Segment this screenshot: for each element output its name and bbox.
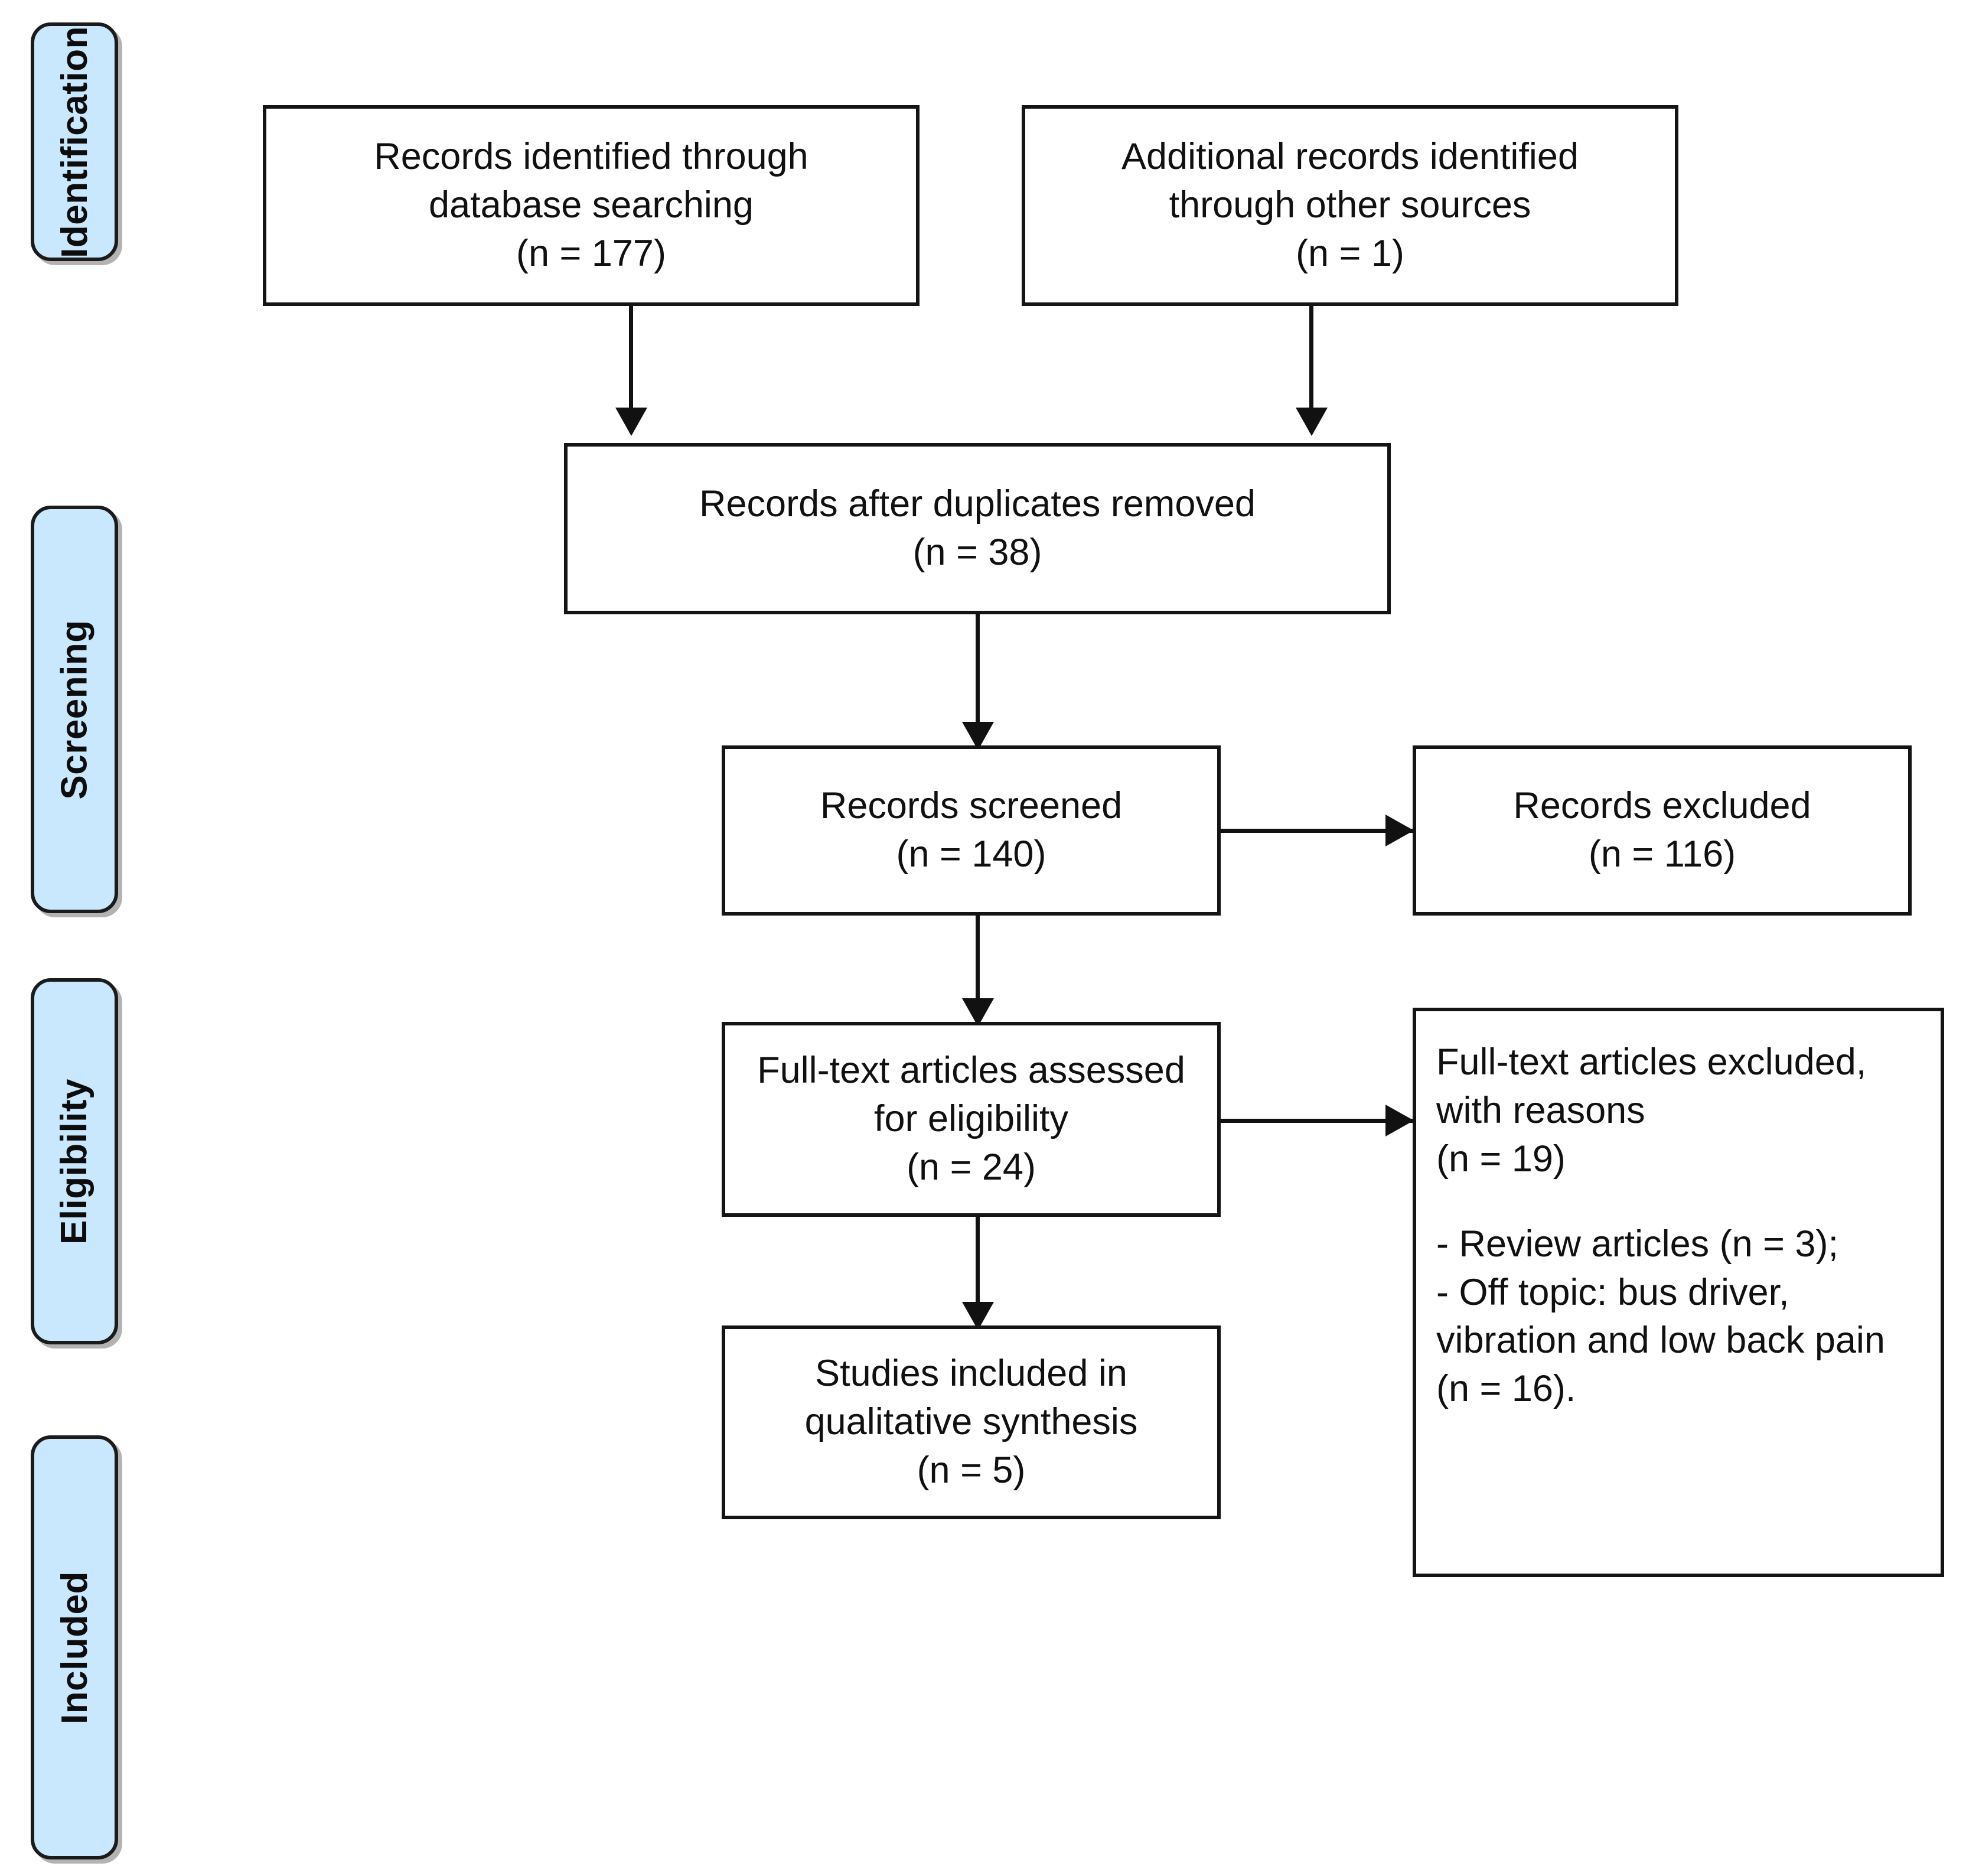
stage-label-identification: Identification [54,25,95,258]
stage-pill-eligibility: Eligibility [31,978,118,1344]
box-fulltext-assessed: Full-text articles assessed for eligibil… [722,1022,1221,1217]
box-line: (n = 19) [1436,1138,1566,1180]
box-line: qualitative synthesis [804,1401,1138,1443]
arrowhead-screened-to-excluded [1385,815,1414,846]
box-line: (n = 38) [912,532,1042,573]
arrowhead-other-sources-to-duplicates [1296,408,1328,436]
stage-label-eligibility: Eligibility [54,1078,95,1245]
arrowhead-database-to-duplicates [615,408,647,436]
box-additional-records-other-sources: Additional records identified through ot… [1022,105,1678,306]
box-line: Full-text articles excluded, [1436,1041,1867,1083]
box-studies-included: Studies included in qualitative synthesi… [722,1325,1221,1519]
box-line: (n = 1) [1296,232,1404,274]
box-line: Records after duplicates removed [699,483,1256,525]
connector-screened-to-fulltext [976,916,980,1022]
box-line: database searching [429,184,754,226]
box-line: through other sources [1169,184,1531,226]
box-records-screened: Records screened (n = 140) [722,745,1221,916]
stage-label-included: Included [54,1571,95,1724]
box-line: (n = 177) [516,232,666,274]
box-line: Studies included in [815,1353,1127,1395]
connector-duplicates-to-screened [976,614,980,745]
connector-other-sources-to-duplicates [1309,306,1313,432]
box-line: with reasons [1436,1089,1645,1131]
box-line: (n = 24) [907,1146,1036,1188]
box-records-after-duplicates-removed: Records after duplicates removed (n = 38… [564,443,1391,614]
box-fulltext-excluded-with-reasons: Full-text articles excluded, with reason… [1413,1008,1944,1577]
connector-fulltext-to-excluded-reasons [1221,1119,1414,1123]
box-line: (n = 116) [1588,833,1736,875]
box-records-identified-database: Records identified through database sear… [263,105,920,306]
box-line: Records identified through [374,136,808,178]
box-line: (n = 16). [1436,1368,1576,1410]
stage-pill-screening: Screening [31,506,118,913]
connector-database-to-duplicates [629,306,633,432]
box-line: - Off topic: bus driver, [1436,1271,1789,1313]
box-line: Additional records identified [1121,136,1579,178]
box-line: - Review articles (n = 3); [1436,1223,1838,1265]
connector-screened-to-excluded [1221,829,1414,833]
box-line: Full-text articles assessed [757,1050,1185,1092]
arrowhead-fulltext-to-excluded-reasons [1385,1105,1414,1136]
stage-label-screening: Screening [54,619,95,800]
box-line: Records screened [820,785,1123,827]
stage-pill-included: Included [31,1435,118,1859]
box-line: (n = 140) [896,833,1046,875]
box-line: (n = 5) [917,1449,1026,1491]
box-records-excluded: Records excluded (n = 116) [1413,745,1912,916]
box-line: for eligibility [873,1098,1069,1140]
box-line: vibration and low back pain [1436,1320,1885,1362]
connector-fulltext-to-included [976,1217,980,1325]
box-line: Records excluded [1513,785,1811,827]
stage-pill-identification: Identification [31,22,118,261]
